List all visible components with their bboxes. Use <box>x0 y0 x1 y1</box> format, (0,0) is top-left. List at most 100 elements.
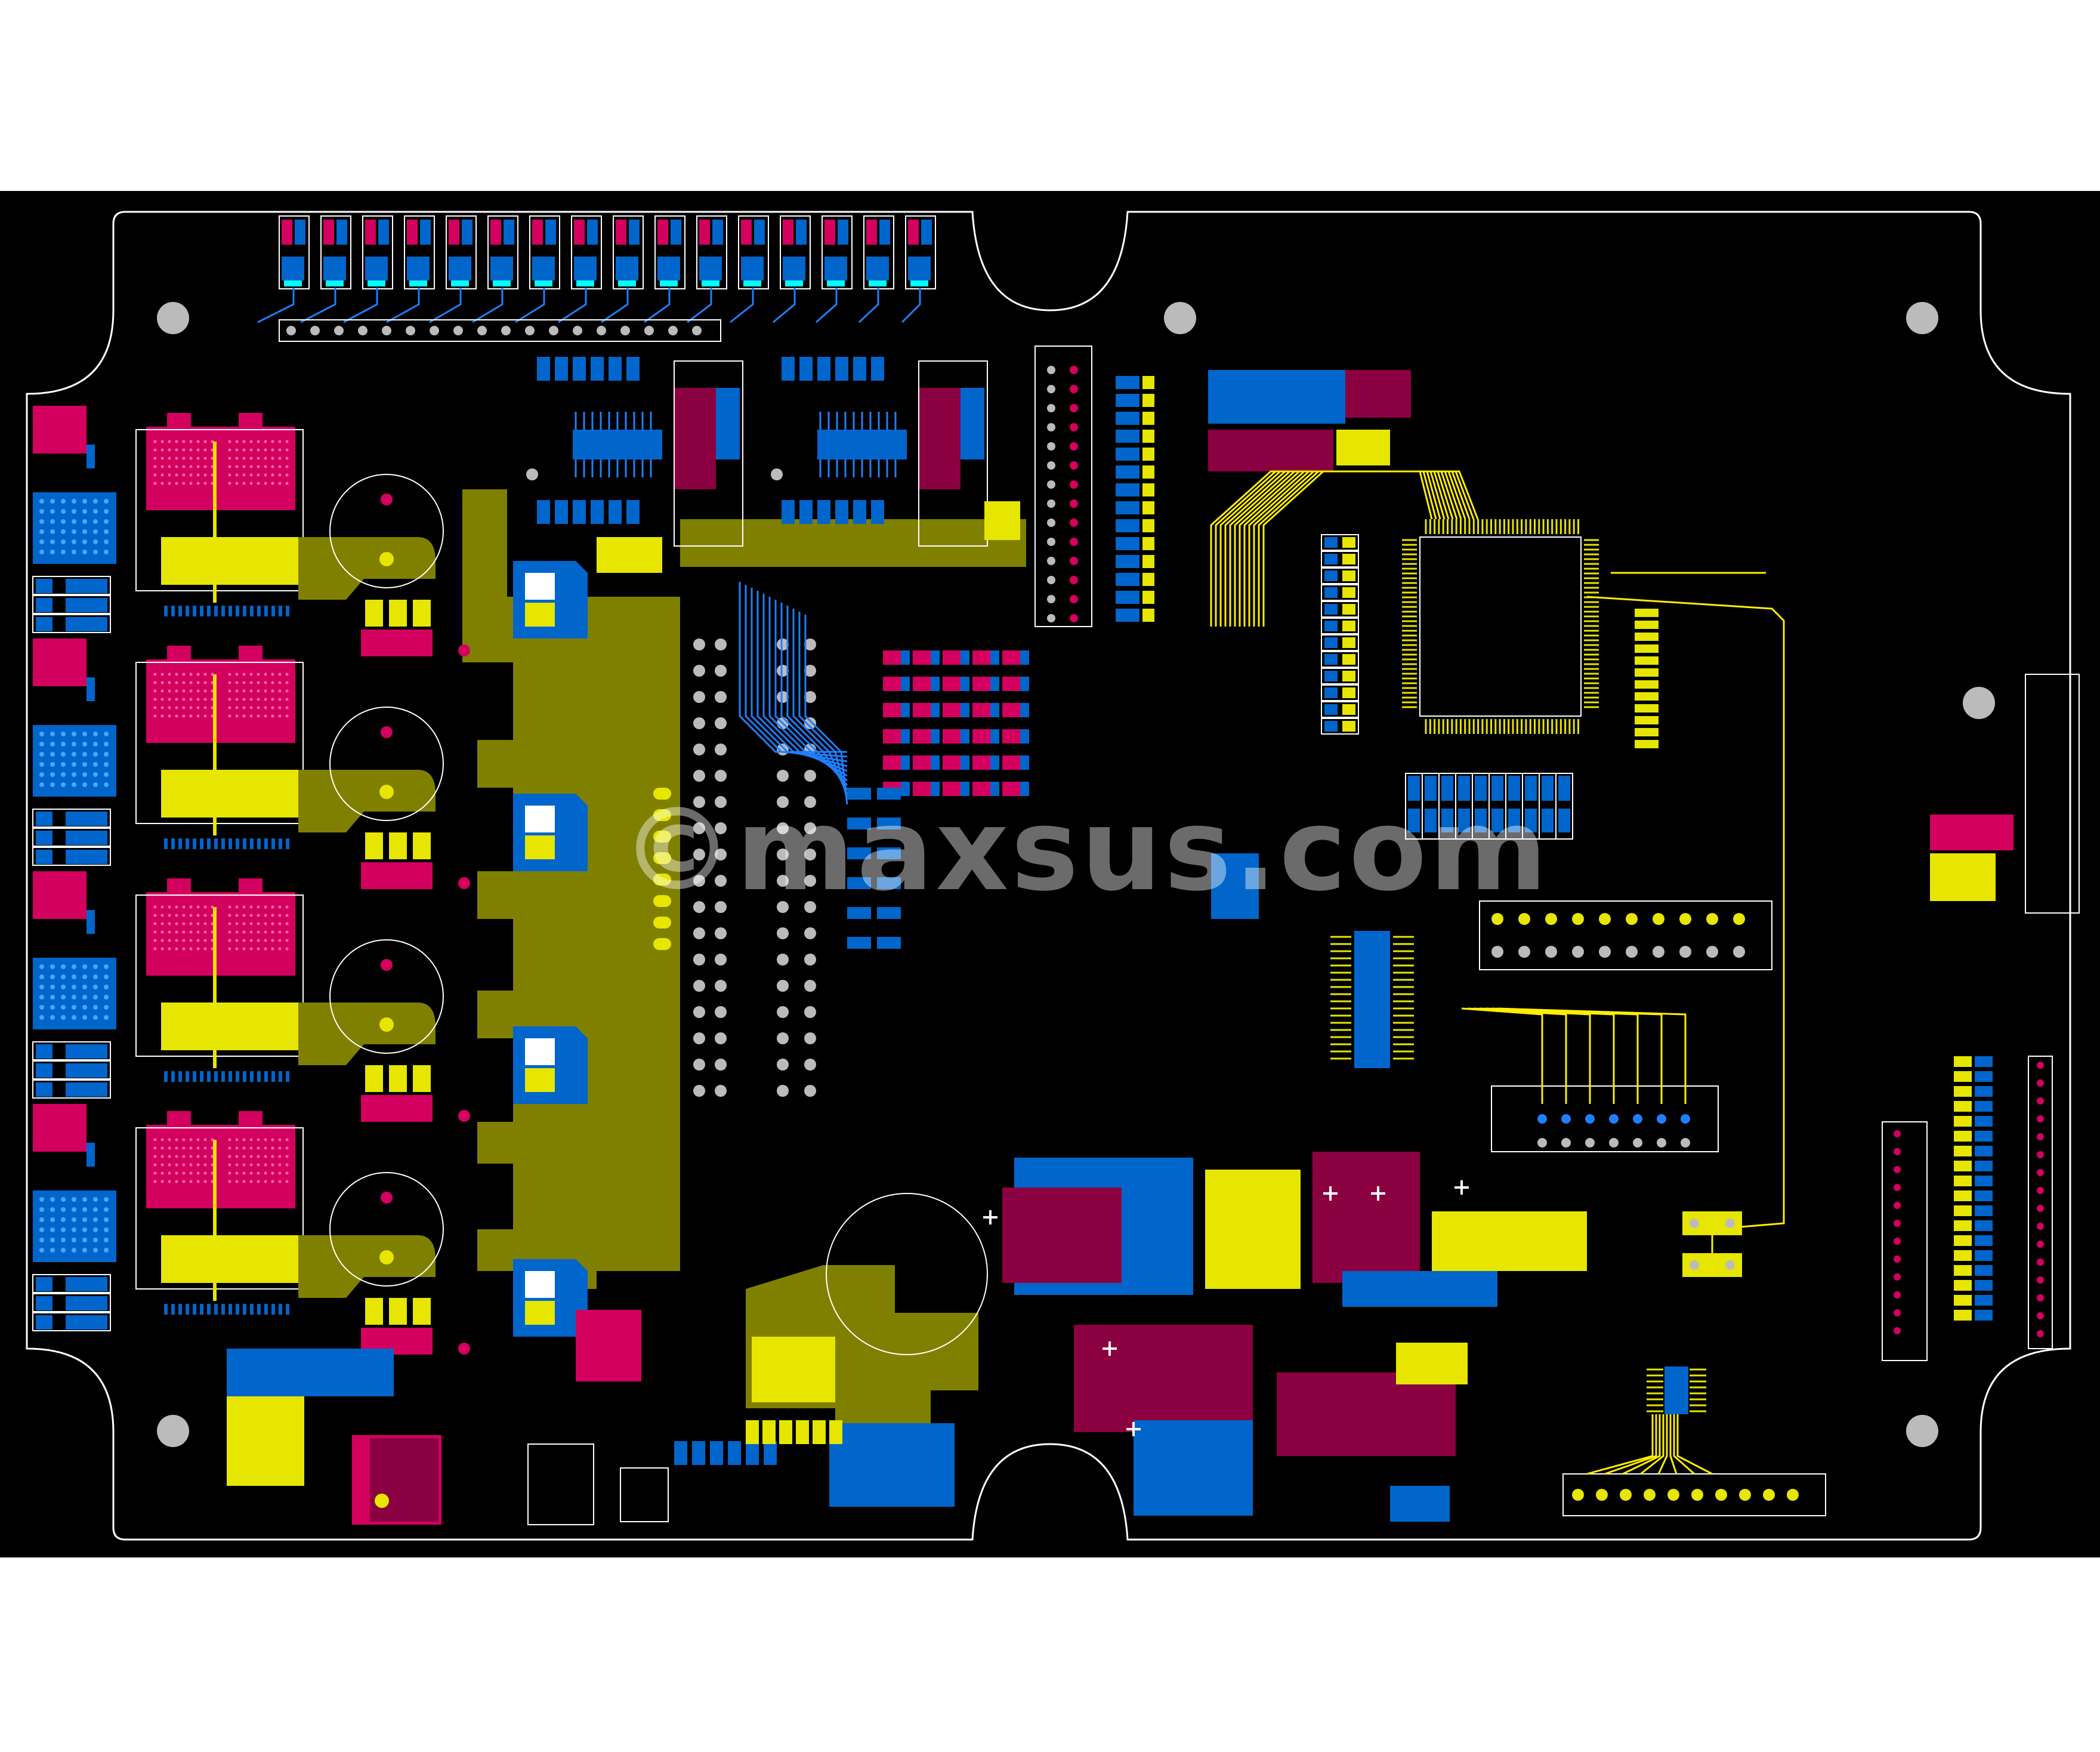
thermal-via <box>72 742 76 747</box>
resistor-pad <box>616 220 626 245</box>
thermal-via <box>235 1163 239 1167</box>
connector-pin <box>1609 1114 1619 1124</box>
thermal-via <box>82 782 87 787</box>
thermal-via <box>242 706 246 710</box>
resistor-pad <box>943 703 961 717</box>
thermal-via <box>257 1155 260 1158</box>
header-pin <box>693 1085 705 1097</box>
thermal-via <box>264 914 267 917</box>
header-pin <box>1047 519 1055 527</box>
gate-trace <box>286 838 289 849</box>
gate-trace <box>207 838 211 849</box>
thermal-via <box>264 1171 267 1175</box>
header-pin <box>644 326 654 335</box>
gate-trace <box>243 606 246 616</box>
thermal-via <box>264 930 267 934</box>
resistor-pad <box>1324 537 1338 548</box>
thermal-via <box>39 519 44 524</box>
header-pin <box>693 954 705 966</box>
component-outline <box>32 1293 111 1312</box>
thermal-via <box>61 539 66 544</box>
trace <box>644 288 671 323</box>
thermal-via <box>257 1146 260 1150</box>
shunt-pad <box>161 537 298 585</box>
gate-trace <box>178 838 182 849</box>
power-plane-top <box>680 519 1026 567</box>
connector-pin <box>1679 913 1691 925</box>
connector-pad <box>525 603 555 627</box>
resistor-pad <box>1954 1161 1972 1171</box>
gate-trace <box>250 838 254 849</box>
gate-trace <box>200 838 203 849</box>
thermal-via <box>175 1155 178 1158</box>
resistor-pad <box>913 755 931 770</box>
resistor-pad <box>961 755 969 770</box>
thermal-via <box>249 456 253 460</box>
resistor-pad <box>1525 776 1537 801</box>
resistor-pad <box>365 832 383 859</box>
connector-pin <box>1681 1138 1690 1148</box>
capacitor-pad <box>576 280 594 286</box>
component-outline <box>1321 601 1359 618</box>
thermal-via <box>271 482 274 485</box>
thermal-via <box>278 698 282 701</box>
resistor-pad <box>1458 809 1470 832</box>
thermal-via <box>61 1015 66 1020</box>
thermal-via <box>235 714 239 718</box>
thermal-via <box>249 482 253 485</box>
resistor-pad <box>1954 1071 1972 1082</box>
thermal-via <box>228 922 231 926</box>
mosfet-tab <box>167 413 191 431</box>
thermal-via <box>160 922 164 926</box>
resistor-pad <box>961 729 969 744</box>
header-pad <box>653 788 671 800</box>
thermal-via <box>72 964 76 969</box>
resistor-pad <box>913 782 931 796</box>
capacitor-pin <box>381 726 393 738</box>
resistor-pad <box>1458 776 1470 801</box>
thermal-via <box>160 706 164 710</box>
resistor-pad <box>972 677 990 691</box>
gate-trace <box>264 1304 268 1315</box>
thermal-via <box>175 482 178 485</box>
gate-trace <box>264 606 268 616</box>
resistor-pad <box>1020 782 1029 796</box>
thermal-via <box>61 762 66 767</box>
connector-outline <box>2025 674 2080 914</box>
resistor-pad <box>1342 621 1355 631</box>
resistor-pad <box>877 847 901 859</box>
resistor-pad <box>1975 1280 1993 1291</box>
thermal-via <box>285 905 289 909</box>
thermal-via <box>285 1146 289 1150</box>
thermal-via <box>175 473 178 477</box>
thermal-via <box>82 509 87 514</box>
header-pin <box>693 1032 705 1044</box>
thermal-via <box>160 714 164 718</box>
thermal-via <box>175 914 178 917</box>
blue-pad <box>961 388 984 459</box>
thermal-via <box>175 905 178 909</box>
resistor-pad <box>36 1063 52 1078</box>
thermal-via <box>203 689 207 693</box>
mosfet-tab <box>239 413 262 431</box>
thermal-via <box>82 499 87 504</box>
header-pin <box>1047 538 1055 546</box>
thermal-via <box>203 440 207 443</box>
thermal-via <box>264 698 267 701</box>
resistor-pad <box>931 729 940 744</box>
power-pad <box>1205 1170 1301 1289</box>
thermal-via <box>182 930 186 934</box>
thermal-via <box>50 1238 55 1242</box>
power-pad <box>1390 1486 1450 1522</box>
thermal-via <box>196 1138 200 1142</box>
header-pin <box>777 770 789 782</box>
resistor-pad <box>746 1420 759 1444</box>
thermal-via <box>61 1005 66 1010</box>
header-pin <box>1070 614 1078 622</box>
resistor-pad <box>66 812 107 826</box>
thermal-via <box>278 1180 282 1183</box>
thermal-via <box>160 440 164 443</box>
header-pin <box>1894 1291 1901 1298</box>
resistor-pad <box>1635 609 1659 617</box>
capacitor-pad <box>87 445 95 468</box>
